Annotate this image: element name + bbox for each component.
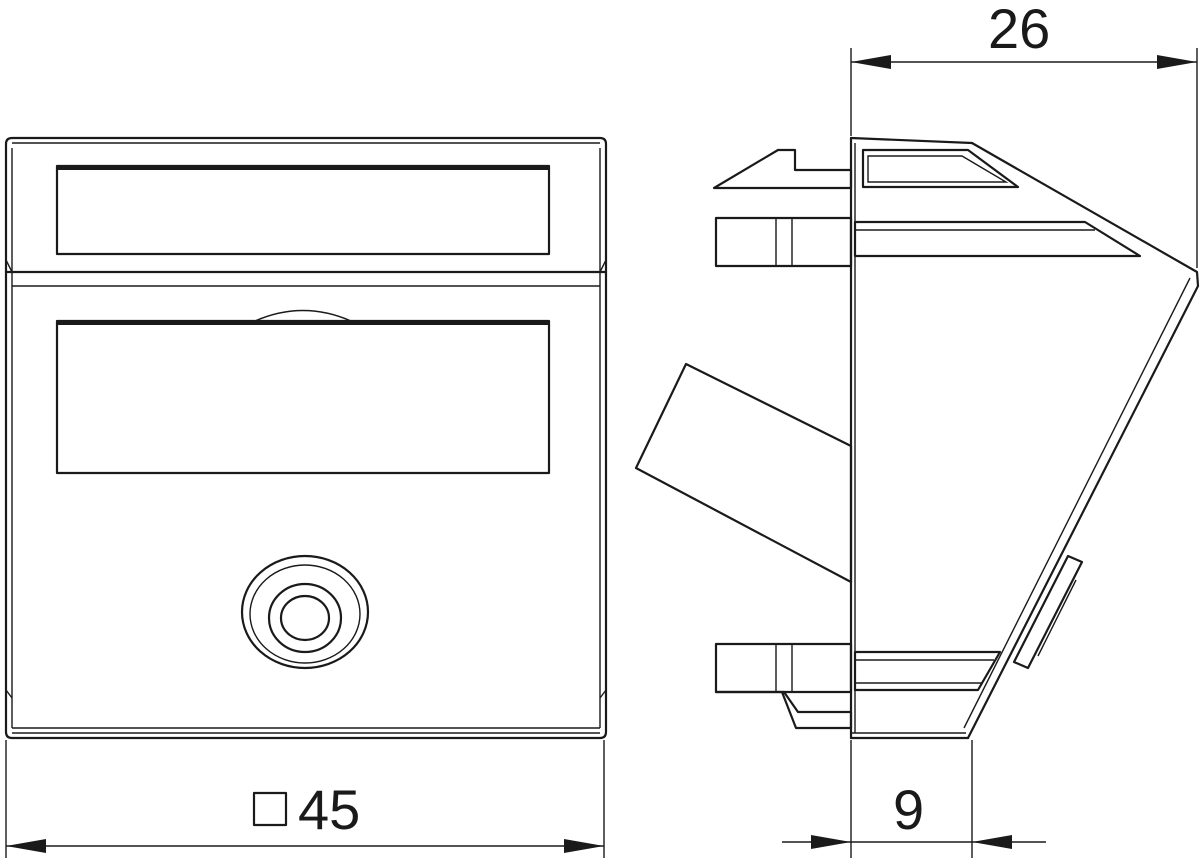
side-angled-face bbox=[966, 141, 1200, 740]
side-top-slot bbox=[861, 148, 1020, 189]
depth-dimension: 26 bbox=[850, 0, 1198, 268]
side-top-edge bbox=[849, 136, 974, 145]
depth-arrow-right bbox=[1157, 55, 1197, 69]
square-symbol-icon bbox=[252, 791, 288, 827]
depth-label: 26 bbox=[988, 0, 1050, 60]
width-label: 45 bbox=[298, 778, 360, 841]
offset-label: 9 bbox=[893, 778, 924, 841]
side-face-tab bbox=[1012, 554, 1084, 670]
side-angled-inner bbox=[963, 277, 1191, 729]
width-arrow-left bbox=[6, 839, 46, 853]
offset-dimension: 9 bbox=[782, 740, 1046, 858]
offset-arrow-right bbox=[972, 835, 1012, 849]
side-connector-body bbox=[634, 362, 853, 584]
width-arrow-right bbox=[564, 839, 604, 853]
side-view bbox=[634, 136, 1200, 740]
front-view bbox=[4, 136, 608, 740]
side-face-tab-line bbox=[1037, 579, 1077, 657]
lower-label-window bbox=[55, 319, 551, 475]
side-top-slot-inner bbox=[867, 155, 1009, 183]
depth-arrow-left bbox=[851, 55, 891, 69]
upper-label-window bbox=[55, 164, 551, 256]
front-right-notch bbox=[599, 689, 607, 699]
side-bottom-slot bbox=[853, 650, 1002, 692]
front-right-upper-edge bbox=[599, 144, 607, 273]
side-lower-clip bbox=[714, 642, 853, 730]
front-left-upper-edge bbox=[5, 144, 13, 273]
lower-window-arc bbox=[254, 309, 352, 322]
side-top-latch bbox=[712, 148, 853, 190]
width-dimension: 45 bbox=[5, 740, 605, 858]
front-left-notch bbox=[5, 689, 13, 699]
connector-socket bbox=[240, 554, 370, 670]
offset-arrow-left bbox=[811, 835, 851, 849]
side-upper-clip bbox=[714, 216, 853, 268]
side-second-slot bbox=[853, 220, 1142, 258]
front-outer-frame bbox=[4, 136, 608, 740]
